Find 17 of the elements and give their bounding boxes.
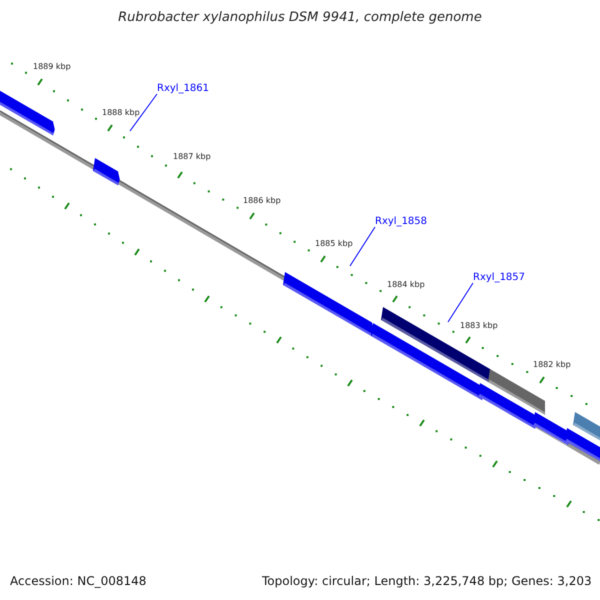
scale-label: 1883 kbp <box>460 321 498 330</box>
scale-label: 1882 kbp <box>533 360 571 369</box>
scale-label: 1886 kbp <box>243 196 281 205</box>
leader-line <box>350 226 376 266</box>
scale-label: 1889 kbp <box>33 62 71 71</box>
scale-label: 1885 kbp <box>315 239 353 248</box>
title: Rubrobacter xylanophilus DSM 9941, complete genome <box>117 10 483 25</box>
gene-label: Rxyl_1858 <box>375 216 428 227</box>
gene-label: Rxyl_1857 <box>473 272 526 283</box>
footer-text: Topology: circular; Length: 3,225,748 bp; Genes: 3,203 <box>262 574 592 588</box>
scale-label: 1887 kbp <box>173 152 211 161</box>
scale-label: 1888 kbp <box>102 108 140 117</box>
scale-label: 1884 kbp <box>387 280 425 289</box>
leader-line <box>448 282 474 322</box>
footer-text: Accession: NC_008148 <box>10 574 146 588</box>
leader-line <box>130 94 158 132</box>
gene-label: Rxyl_1861 <box>157 83 210 94</box>
